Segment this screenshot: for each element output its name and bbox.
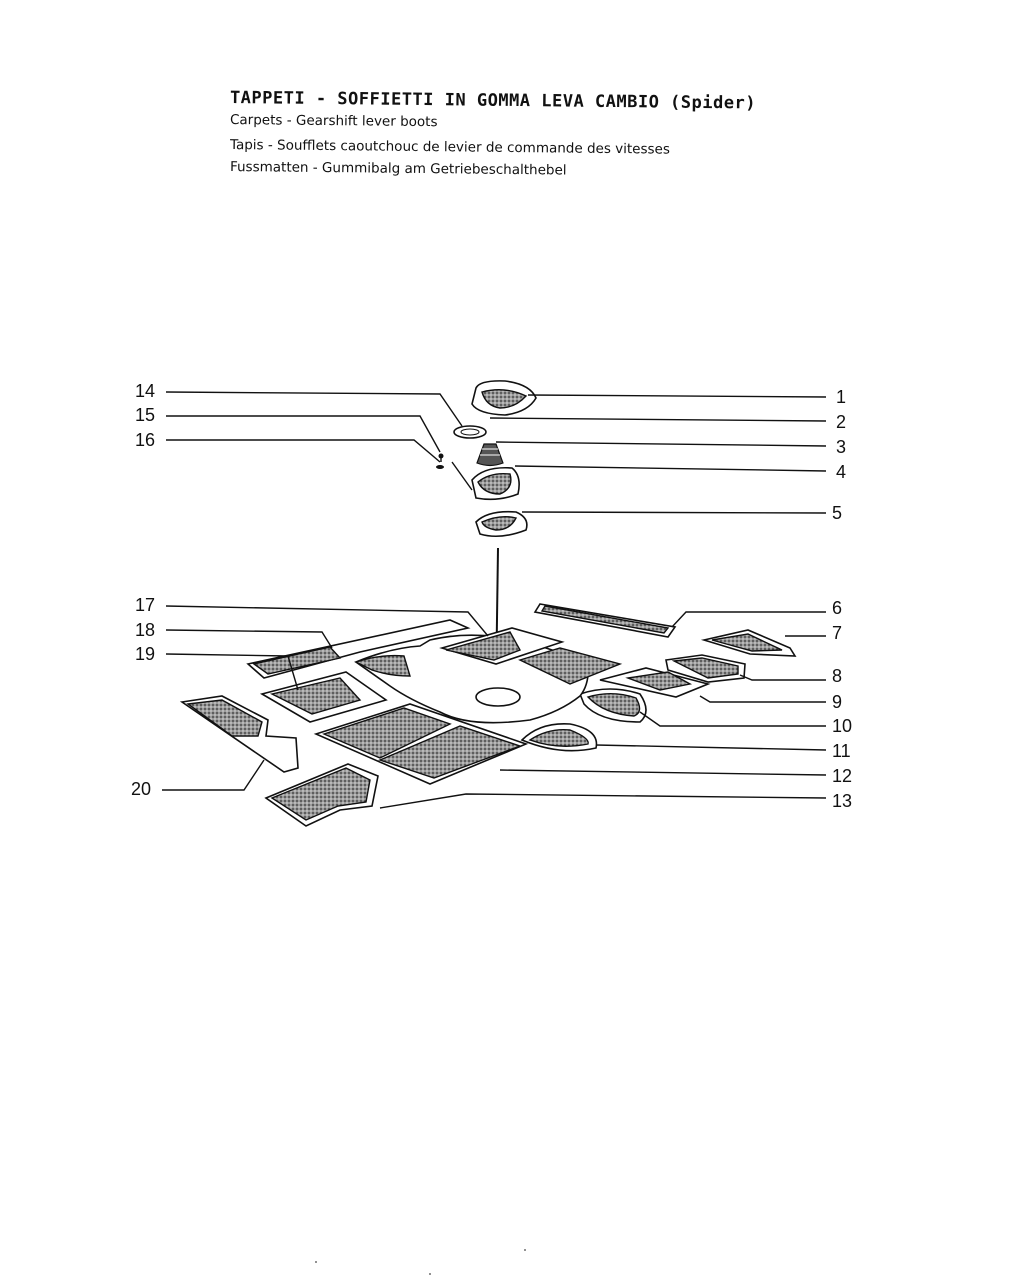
callout-12: 12 (832, 766, 852, 786)
left-side-carpet-part-20 (179, 695, 299, 773)
boot-ring-part-2 (453, 425, 487, 439)
rubber-boot-part-3 (476, 443, 504, 467)
callout-15: 15 (135, 405, 155, 425)
washer-part-16 (436, 465, 444, 469)
rear-floor-carpet-part-9 (599, 667, 711, 698)
callout-20: 20 (131, 779, 151, 799)
tunnel-carpet-part-11 (520, 723, 598, 752)
screw-part-15 (438, 453, 444, 462)
lower-boot-part-4 (471, 466, 520, 501)
callout-5: 5 (832, 503, 842, 523)
footwell-carpet-part-19 (259, 671, 388, 723)
callout-18: 18 (135, 620, 155, 640)
callout-6: 6 (832, 598, 842, 618)
boot-base-part-5 (475, 510, 528, 538)
callout-1: 1 (836, 387, 846, 407)
callout-14: 14 (135, 381, 155, 401)
central-floor-carpet (354, 634, 623, 724)
screw-axis (451, 461, 473, 491)
side-carpet-part-18 (246, 619, 471, 679)
rear-carpet-part-8 (665, 654, 746, 683)
front-carpet-part-17 (439, 627, 565, 665)
callout-7: 7 (832, 623, 842, 643)
wheel-arch-carpet-part-10 (578, 688, 647, 723)
callout-19: 19 (135, 644, 155, 664)
callout-9: 9 (832, 692, 842, 712)
callout-8: 8 (832, 666, 842, 686)
leader-lines (162, 391, 827, 809)
callout-11: 11 (832, 741, 851, 761)
callout-17: 17 (135, 595, 155, 615)
rear-panel-carpet-part-7 (700, 629, 797, 657)
callout-10: 10 (832, 716, 852, 736)
callout-4: 4 (836, 462, 846, 482)
main-floor-carpet-part-12 (313, 703, 529, 785)
boot-cover-part-1 (471, 380, 537, 416)
scan-specks (315, 1249, 526, 1275)
front-mat-part-13 (264, 763, 379, 827)
sill-carpet-part-6 (533, 603, 677, 638)
callout-2: 2 (836, 412, 846, 432)
callout-3: 3 (836, 437, 846, 457)
callout-16: 16 (135, 430, 155, 450)
callout-13: 13 (832, 791, 852, 811)
